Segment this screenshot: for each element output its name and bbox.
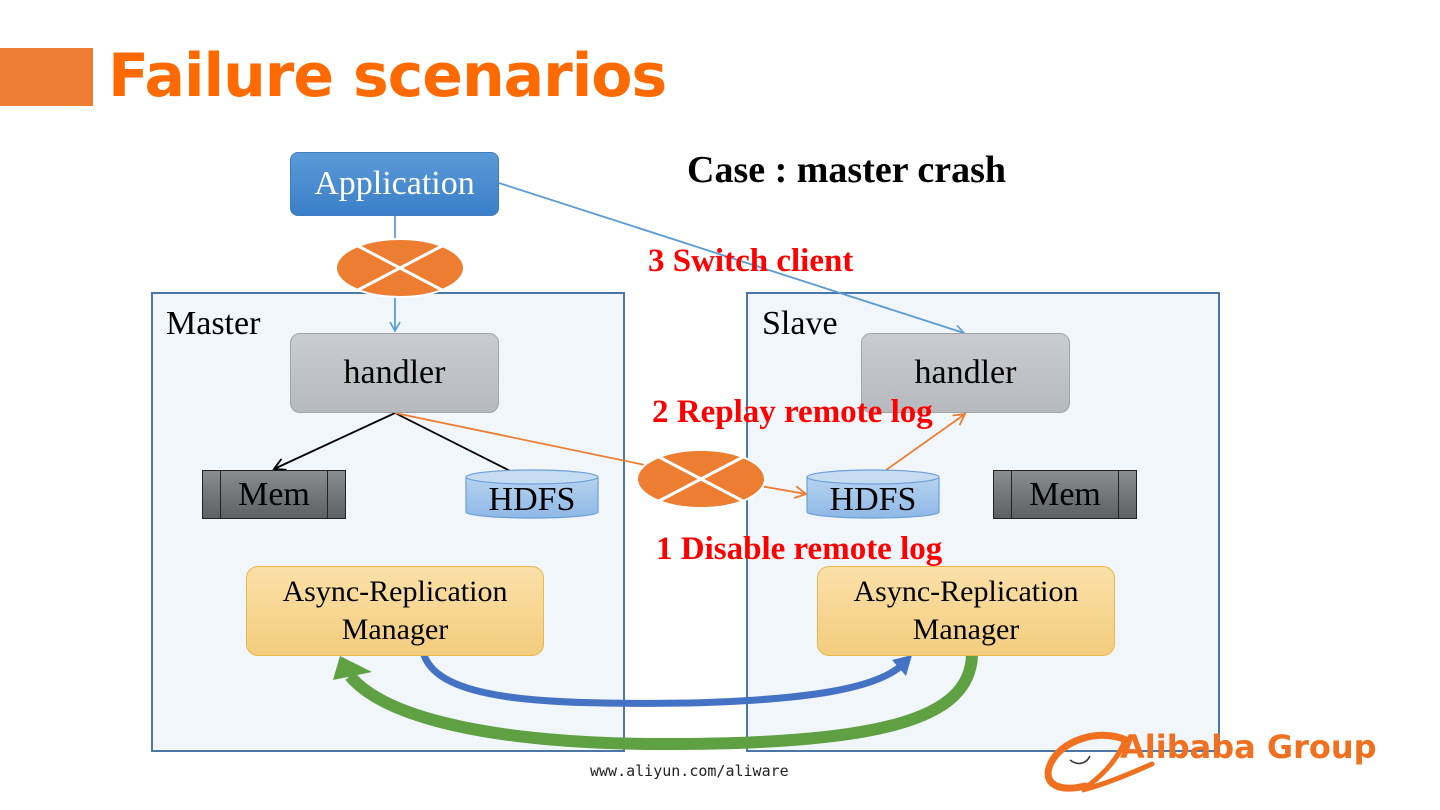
remote-log-line: [394, 412, 646, 466]
replay-arrow: [871, 412, 967, 481]
brand-name: Alibaba Group: [1120, 728, 1377, 766]
master-hdfs-label: HDFS: [488, 481, 576, 518]
master-handler: handler: [290, 333, 499, 413]
replication-manager-line2: Manager: [341, 613, 449, 646]
slave-handler: handler: [861, 333, 1070, 413]
slave-mem: Mem: [993, 470, 1137, 519]
title-accent-bar: [0, 48, 93, 106]
master-replication-manager: Async-Replication Manager: [246, 566, 544, 656]
master-mem: Mem: [202, 470, 346, 519]
remote-log-arrow: [759, 485, 808, 499]
handler-to-hdfs-arrow: [394, 412, 532, 483]
master-mem-label: Mem: [238, 475, 310, 513]
replication-manager-line2: Manager: [912, 613, 1020, 646]
alibaba-logo-icon: [1044, 731, 1155, 793]
case-label: Case : master crash: [687, 149, 1007, 191]
replication-back-arrow: [333, 654, 978, 751]
step-2-label: 2 Replay remote log: [652, 394, 933, 430]
step-1-label: 1 Disable remote log: [656, 531, 943, 567]
replication-manager-line1: Async-Replication: [853, 575, 1079, 608]
handler-to-mem-arrow: [272, 412, 396, 471]
replication-manager-line1: Async-Replication: [282, 575, 508, 608]
broken-link-icon: [335, 238, 465, 298]
slide-title: Failure scenarios: [108, 41, 667, 111]
slave-hdfs-label: HDFS: [829, 481, 917, 518]
slave-replication-manager: Async-Replication Manager: [817, 566, 1115, 656]
step-3-label: 3 Switch client: [648, 243, 854, 279]
master-hdfs-cylinder: [465, 469, 599, 519]
slave-label: Slave: [762, 305, 838, 342]
master-label: Master: [166, 305, 261, 342]
slave-hdfs-cylinder: [806, 469, 940, 519]
application-node: Application: [290, 152, 499, 216]
footer-url: www.aliyun.com/aliware: [590, 762, 789, 780]
slave-mem-label: Mem: [1029, 475, 1101, 513]
switch-client-arrow: [498, 182, 966, 336]
replication-forward-arrow: [420, 651, 912, 707]
broken-link-icon: [636, 449, 766, 509]
